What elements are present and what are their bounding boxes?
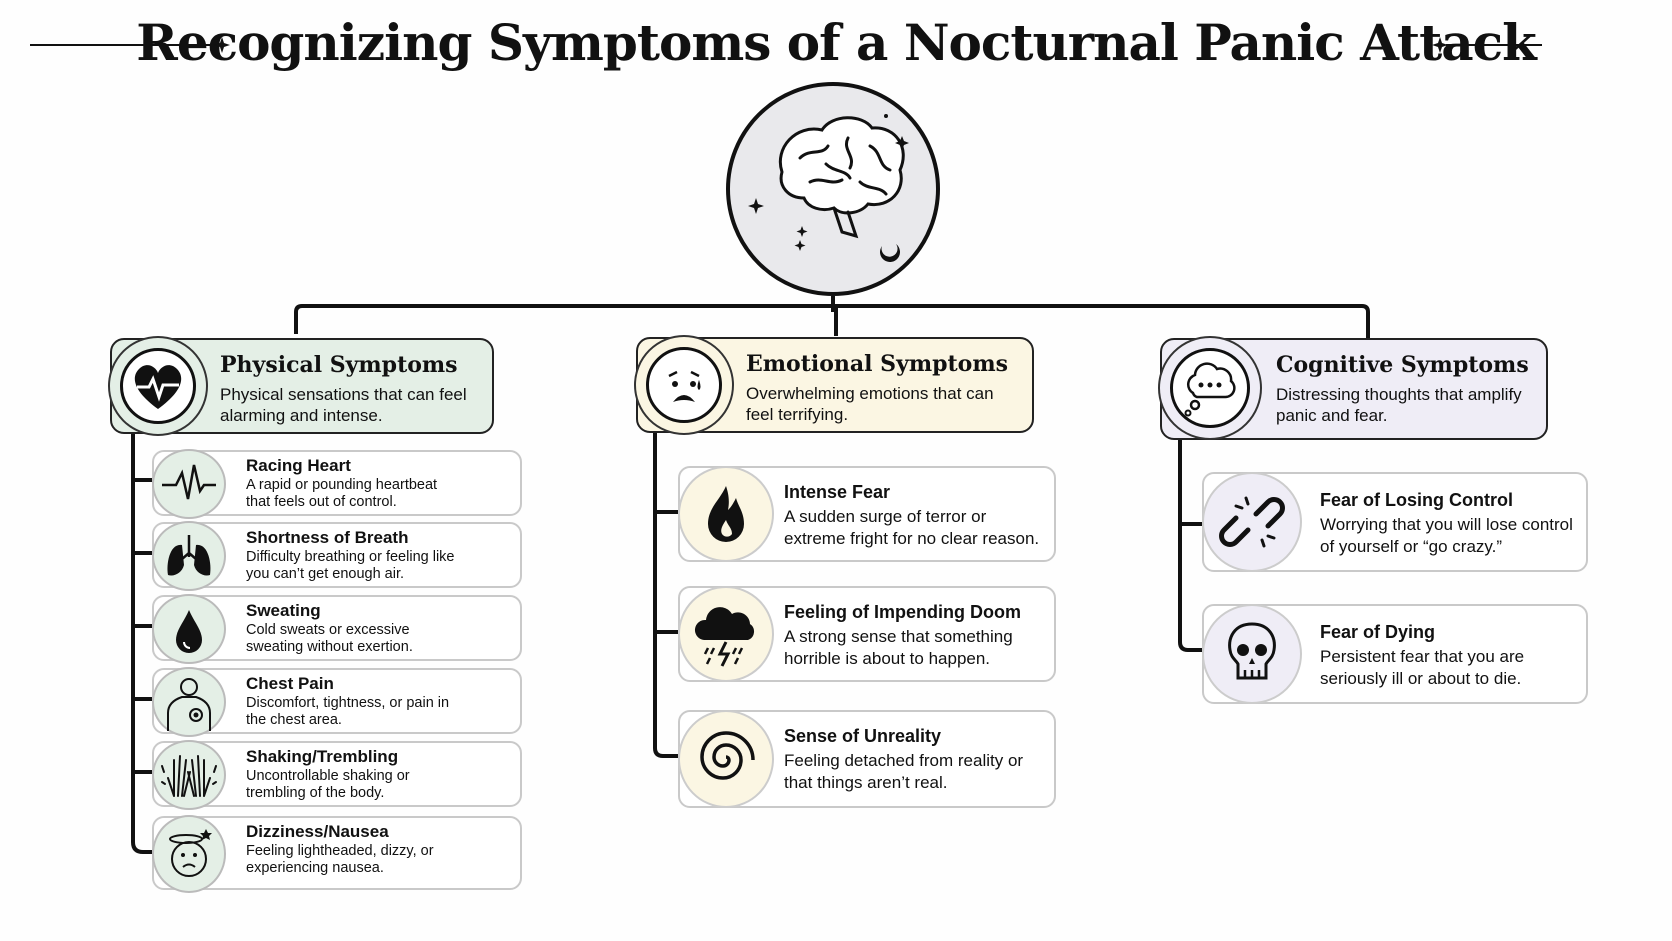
symptom-description: Difficulty breathing or feeling like you…: [246, 549, 455, 582]
category-description: Overwhelming emotions that can feel terr…: [746, 384, 994, 424]
symptom-description: Feeling detached from reality or that th…: [784, 751, 1024, 792]
symptom-description: Discomfort, tightness, or pain in the ch…: [246, 695, 450, 728]
thought-bubble-icon: [1170, 348, 1250, 428]
lungs-icon: [152, 521, 226, 591]
symptom-title: Shaking/Trembling: [246, 747, 399, 766]
heart-pulse-icon: [120, 348, 196, 424]
symptom-card: Dizziness/Nausea Feeling lightheaded, di…: [152, 815, 522, 893]
category-cognitive: Cognitive Symptoms Distressing thoughts …: [1158, 336, 1548, 440]
symptom-card: Shaking/Trembling Uncontrollable shaking…: [152, 740, 522, 810]
symptom-title: Fear of Losing Control: [1320, 490, 1513, 510]
symptom-title: Fear of Dying: [1320, 622, 1436, 642]
dizzy-face-icon: [152, 815, 226, 893]
sparkle-icon: [1432, 37, 1448, 53]
symptom-card: Fear of Dying Persistent fear that you a…: [1202, 604, 1588, 704]
flame-icon: [678, 466, 774, 562]
category-title: Cognitive Symptoms: [1276, 352, 1529, 378]
chest-pain-icon: [152, 667, 226, 737]
hub-brain-circle: [726, 82, 940, 296]
symptom-description: Uncontrollable shaking or trembling of t…: [246, 768, 410, 801]
category-physical: Physical Symptoms Physical sensations th…: [108, 336, 494, 436]
symptom-title: Sweating: [246, 601, 321, 620]
symptom-description: A sudden surge of terror or extreme frig…: [784, 507, 1040, 548]
symptom-description: Feeling lightheaded, dizzy, or experienc…: [246, 843, 434, 876]
page-title: Recognizing Symptoms of a Nocturnal Pani…: [136, 13, 1536, 72]
symptom-card: Racing Heart A rapid or pounding heartbe…: [152, 449, 522, 519]
symptom-title: Chest Pain: [246, 674, 334, 693]
droplet-icon: [152, 594, 226, 664]
symptom-description: A strong sense that something horrible i…: [784, 627, 1013, 668]
symptom-title: Sense of Unreality: [784, 726, 942, 746]
title-rule-left: [30, 44, 222, 46]
sparkle-icon: [214, 37, 230, 53]
symptom-card: Fear of Losing Control Worrying that you…: [1202, 472, 1588, 572]
category-icon-ring: [108, 336, 208, 436]
symptom-title: Dizziness/Nausea: [246, 822, 389, 841]
symptom-card: Feeling of Impending Doom A strong sense…: [678, 586, 1056, 682]
category-emotional: Emotional Symptoms Overwhelming emotions…: [634, 335, 1034, 435]
symptom-title: Feeling of Impending Doom: [784, 602, 1021, 622]
symptom-description: Cold sweats or excessive sweating withou…: [246, 622, 413, 655]
skull-icon: [1202, 604, 1302, 704]
symptom-card: Intense Fear A sudden surge of terror or…: [678, 466, 1056, 562]
symptom-title: Racing Heart: [246, 456, 351, 475]
anxious-face-icon: [646, 347, 722, 423]
category-icon-ring: [1158, 336, 1262, 440]
symptom-card: Sweating Cold sweats or excessive sweati…: [152, 594, 522, 664]
category-title: Physical Symptoms: [220, 352, 458, 378]
storm-cloud-icon: [678, 586, 774, 682]
symptom-description: A rapid or pounding heartbeat that feels…: [246, 477, 438, 510]
spiral-icon: [678, 710, 774, 808]
heartbeat-line-icon: [152, 449, 226, 519]
category-description: Physical sensations that can feel alarmi…: [220, 385, 467, 425]
symptom-title: Shortness of Breath: [246, 528, 409, 547]
shaking-hands-icon: [152, 740, 226, 810]
category-title: Emotional Symptoms: [746, 351, 1009, 377]
category-icon-ring: [634, 335, 734, 435]
symptom-description: Persistent fear that you are seriously i…: [1320, 647, 1525, 688]
symptom-card: Sense of Unreality Feeling detached from…: [678, 710, 1056, 808]
broken-chain-icon: [1202, 472, 1302, 572]
brain-moon-stars-icon: [748, 114, 909, 262]
category-description: Distressing thoughts that amplify panic …: [1276, 385, 1522, 425]
symptom-description: Worrying that you will lose control of y…: [1320, 515, 1573, 556]
symptom-card: Shortness of Breath Difficulty breathing…: [152, 521, 522, 591]
symptom-card: Chest Pain Discomfort, tightness, or pai…: [152, 667, 522, 737]
title-rule-right: [1446, 44, 1542, 46]
symptom-title: Intense Fear: [784, 482, 891, 502]
